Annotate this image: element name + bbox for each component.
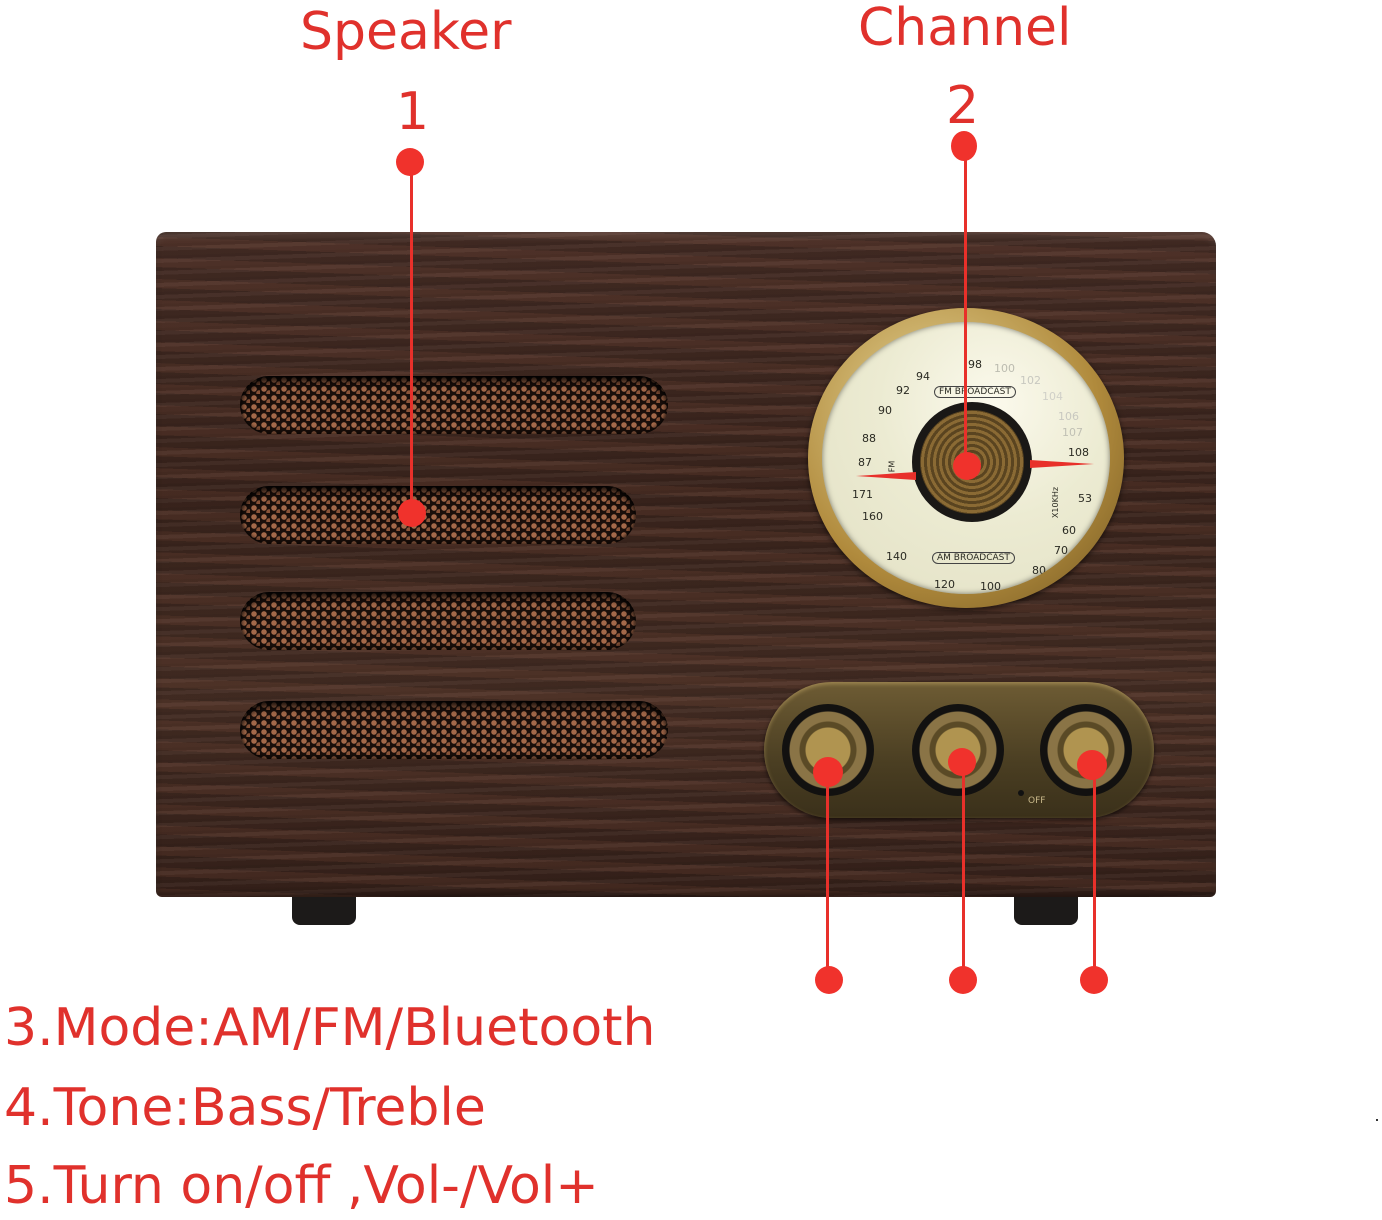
mode-callout-line (826, 770, 829, 980)
tone-callout-dot-bottom (949, 966, 977, 994)
feature-mode: 3.Mode:AM/FM/Bluetooth (4, 998, 656, 1058)
speaker-grille-4 (240, 701, 668, 759)
speaker-grille-1 (240, 376, 668, 434)
radio-foot-left (292, 897, 356, 925)
fm-side-label: FM (887, 460, 897, 473)
fm-tick-106: 106 (1058, 410, 1079, 423)
fm-band-label: FM BROADCAST (934, 386, 1016, 398)
fm-tick-108: 108 (1068, 446, 1089, 459)
speaker-callout-number: 1 (396, 82, 430, 142)
am-tick-70: 70 (1054, 544, 1068, 557)
am-tick-171: 171 (852, 488, 873, 501)
am-tick-120: 120 (934, 578, 955, 591)
dial-pointer-right (1030, 460, 1094, 468)
speaker-callout-line (410, 162, 413, 512)
fm-tick-104: 104 (1042, 390, 1063, 403)
fm-tick-94: 94 (916, 370, 930, 383)
off-label: OFF (1028, 796, 1046, 806)
am-tick-53: 53 (1078, 492, 1092, 505)
am-tick-140: 140 (886, 550, 907, 563)
volume-callout-dot-knob (1077, 750, 1107, 780)
speaker-callout-dot-target (398, 499, 426, 527)
speaker-callout-title: Speaker (300, 2, 512, 62)
channel-callout-number: 2 (946, 76, 980, 136)
channel-callout-dot-target (953, 452, 981, 480)
am-tick-80: 80 (1032, 564, 1046, 577)
feature-power-volume: 5.Turn on/off ,Vol-/Vol+ (4, 1156, 599, 1216)
am-tick-100: 100 (980, 580, 1001, 593)
volume-callout-line (1093, 764, 1096, 980)
volume-callout-dot-bottom (1080, 966, 1108, 994)
fm-tick-87: 87 (858, 456, 872, 469)
channel-callout-line (964, 144, 967, 466)
fm-tick-100: 100 (994, 362, 1015, 375)
am-tick-60: 60 (1062, 524, 1076, 537)
fm-tick-92: 92 (896, 384, 910, 397)
power-indicator-led (1018, 790, 1024, 796)
am-band-label: AM BROADCAST (932, 552, 1015, 564)
speaker-grille-2 (240, 486, 636, 544)
mode-callout-dot-knob (813, 757, 843, 787)
am-unit-label: X10KHz (1051, 486, 1061, 519)
radio-foot-right (1014, 897, 1078, 925)
dial-pointer-left (856, 472, 916, 480)
channel-callout-dot-top (951, 131, 977, 161)
feature-tone: 4.Tone:Bass/Treble (4, 1078, 486, 1138)
tone-callout-dot-knob (948, 748, 976, 776)
speaker-grille-3 (240, 592, 636, 650)
am-tick-160: 160 (862, 510, 883, 523)
fm-tick-98: 98 (968, 358, 982, 371)
channel-callout-title: Channel (858, 0, 1072, 58)
fm-tick-88: 88 (862, 432, 876, 445)
fm-tick-102: 102 (1020, 374, 1041, 387)
speaker-callout-dot-top (396, 148, 424, 176)
tone-callout-line (962, 762, 965, 980)
mode-callout-dot-bottom (815, 966, 843, 994)
dial-face: 87 88 90 92 94 98 100 102 104 106 107 10… (822, 322, 1110, 594)
fm-tick-90: 90 (878, 404, 892, 417)
tuning-knob[interactable] (912, 402, 1032, 522)
stray-pixel (1376, 1119, 1378, 1121)
fm-tick-107: 107 (1062, 426, 1083, 439)
